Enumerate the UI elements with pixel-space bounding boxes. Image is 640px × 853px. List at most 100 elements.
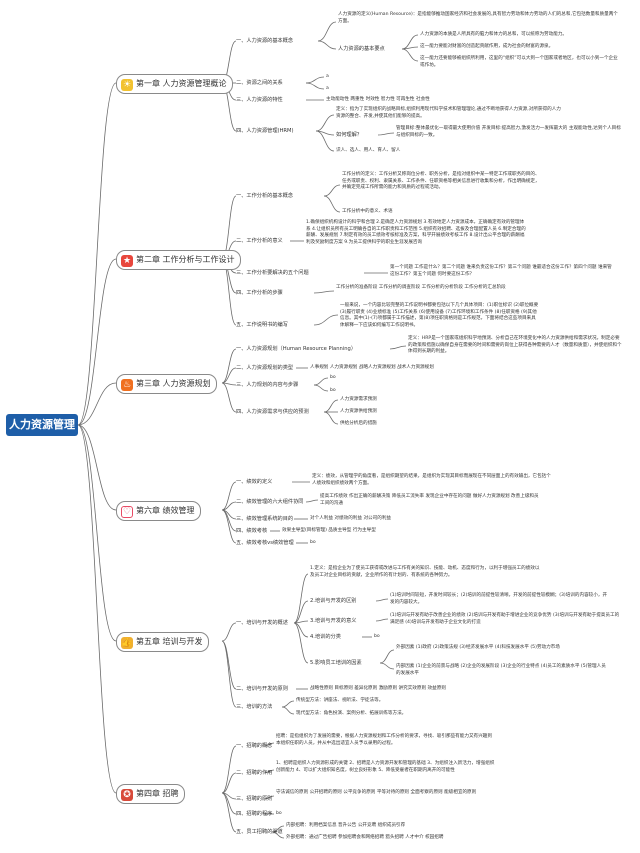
connector <box>77 82 117 426</box>
ch4-section-4[interactable]: 四、招聘的程序 <box>236 811 273 817</box>
connector <box>221 481 237 511</box>
ch4-section-3[interactable]: 三、招聘的原则 <box>236 796 273 802</box>
connector <box>293 573 309 624</box>
ch1-section-4[interactable]: 四、人力资源管理(HRM) <box>236 128 294 134</box>
ch5-s1-item-4: bo <box>374 634 380 639</box>
connector <box>375 598 389 602</box>
connector <box>281 700 295 708</box>
chapter-1-node[interactable]: ☀第一章 人力资源管理概论 <box>116 74 233 94</box>
chapter-6-title: 第六章 绩效管理 <box>136 506 195 515</box>
ch6-s4-item-1: 效果主导型(目标管理) 品质主导型 行为主导型 <box>282 528 376 533</box>
ch5-section-2[interactable]: 二、培训与开发的原则 <box>236 686 288 692</box>
lightbulb-icon: ☀ <box>121 79 133 91</box>
connector <box>323 399 339 413</box>
ch3-section-2[interactable]: 二、人力资源规划的类型 <box>236 365 294 371</box>
ch3-s3-item-1: bo <box>330 375 336 380</box>
connector <box>221 501 237 511</box>
chapter-2-node[interactable]: ★第二章 工作分析与工作设计 <box>116 250 241 270</box>
connector <box>77 424 117 794</box>
award-icon: ✪ <box>121 789 133 801</box>
connector <box>221 382 237 386</box>
ch5-s1-sub-1[interactable]: 2.培训与开发的区别 <box>310 598 357 604</box>
ch4-s3-item-1: 守法诚信的原则 公开招聘的原则 公平竞争的原则 平等对待的原则 全面考察的原则 … <box>276 790 477 795</box>
ch3-section-1[interactable]: 一、人力资源规划（Human Resource Planning） <box>236 346 357 352</box>
ch1-section-2[interactable]: 二、资源之间的关系 <box>236 80 283 86</box>
ch5-s1-sub-2[interactable]: 3.培训与开发的意义 <box>310 618 357 624</box>
chapter-3-node[interactable]: ♨第三章 人力资源规划 <box>116 374 217 394</box>
ch5-s3-item-1: 传统型方法：讲座法、视听法、学徒法等。 <box>296 698 384 703</box>
connector <box>281 706 295 715</box>
connector <box>389 345 407 350</box>
connector <box>317 21 337 42</box>
connector <box>221 772 237 794</box>
ch2-section-4[interactable]: 四、工作分析的步骤 <box>236 290 283 296</box>
connector <box>221 509 237 544</box>
connector <box>323 411 339 425</box>
ch2-section-5[interactable]: 五、工作说明书的编写 <box>236 322 288 328</box>
ch1-section-3[interactable]: 三、人力资源的特性 <box>236 97 283 103</box>
ch2-s3-item-1: 第一个问题 工作是什么？第二个问题 谁来负责这份工作？第三个问题 谁最适合这份工… <box>390 265 612 277</box>
ch2-section-2[interactable]: 二、工作分析的意义 <box>236 238 283 244</box>
ch3-section-4[interactable]: 四、人力资源需求与供应的预测 <box>236 409 309 415</box>
ch6-section-2[interactable]: 二、绩效管理的六大组件协同 <box>236 499 304 505</box>
ch4-section-5[interactable]: 五、员工招聘的渠道 <box>236 829 283 835</box>
ch1-s2-item-2: a <box>326 86 329 91</box>
ch6-s2-item-1: 提高工作绩效 作出正确的薪酬决策 降低员工流失率 发现企业中存在的问题 做好人力… <box>320 494 539 506</box>
connector <box>375 618 389 622</box>
ch4-section-1[interactable]: 一、招聘的概念 <box>236 743 273 749</box>
ch6-section-5[interactable]: 五、绩效考核vs绩效管理 <box>236 540 294 546</box>
ch4-s5-item-1: 内部招聘：利用档案信息 晋升公告 公开竞聘 组织成员引荐 <box>286 823 406 828</box>
connector <box>293 600 309 624</box>
connector <box>293 622 309 664</box>
heart-icon: ♡ <box>121 506 133 518</box>
ch2-s2-item-1: 1.确保组织机构设计的科学和合理 2.是确定人力资源规划 3.有效地定人力资源成… <box>306 220 526 245</box>
fire-icon: ♨ <box>121 379 133 391</box>
chapter-6-node[interactable]: ♡第六章 绩效管理 <box>116 501 201 521</box>
ch5-s3-item-2: 现代型方法：角色扮演、案例分析、拓展训练等方法。 <box>296 711 407 716</box>
ch1-s4-subtopic[interactable]: 如何理解？ <box>336 132 362 138</box>
chapter-3-title: 第三章 人力资源规划 <box>136 379 211 388</box>
connector <box>77 258 117 426</box>
connector <box>221 622 237 642</box>
ch4-s1-item-1: 招聘：是指组织为了发展的需要，根据人力资源规划和工作分析的要求，寻找、吸引那些有… <box>276 734 492 746</box>
connector <box>221 348 237 384</box>
ch5-s1-item-6: 内部因素 (1)企业的前景与战略 (2)企业的发展阶段 (3)企业的行业特点 (… <box>396 664 606 676</box>
ch6-section-1[interactable]: 一、绩效的定义 <box>236 479 273 485</box>
ch5-section-1[interactable]: 一、培训与开发的概述 <box>236 620 288 626</box>
connector <box>313 290 335 294</box>
ch1-section-1[interactable]: 一、人力资源的基本概念 <box>236 38 294 44</box>
ch6-section-3[interactable]: 三、绩效管理系统的目的 <box>236 516 294 522</box>
connector <box>379 662 395 670</box>
ch5-s1-sub-4[interactable]: 5.影响员工培训的因素 <box>310 660 362 666</box>
chapter-5-node[interactable]: 👍第五章 培训与开发 <box>116 632 209 652</box>
connector <box>379 649 395 664</box>
ch1-s4-item-3: 识人、选人、用人、育人、留人 <box>336 148 401 153</box>
connector <box>77 424 117 642</box>
ch5-s1-item-5: 外部因素 (1)政府 (2)政策法规 (3)经济发展水平 (4)科技发展水平 (… <box>396 645 560 650</box>
chapter-4-title: 第四章 招聘 <box>136 789 179 798</box>
ch5-section-3[interactable]: 三、培训的方法 <box>236 704 273 710</box>
ch2-section-3[interactable]: 三、工作分析要解决的五个问题 <box>236 270 309 276</box>
ch4-section-2[interactable]: 二、招聘的作用 <box>236 770 273 776</box>
root-topic[interactable]: 人力资源管理 <box>6 414 78 436</box>
ch1-s1-item-3: 这一能力要能对财富的创造起贡献作用，成为社会的财富的源泉。 <box>420 44 554 49</box>
ch3-s4-item-3: 供给分析后的措施 <box>340 421 377 426</box>
ch3-s3-item-2: bo <box>330 388 336 393</box>
ch1-s1-item-2: 人力资源的本质是人所具有的脑力和体力的总和，可以统称为劳动能力。 <box>420 32 568 37</box>
connector <box>221 745 237 794</box>
ch2-section-1[interactable]: 一、工作分析的基本概念 <box>236 193 294 199</box>
ch5-s1-sub-3[interactable]: 4.培训的分类 <box>310 634 341 640</box>
ch3-section-3[interactable]: 三、人力规划的内容与步骤 <box>236 382 299 388</box>
star-icon: ★ <box>121 255 133 267</box>
ch4-s4-item-1: bo <box>276 811 282 816</box>
ch5-s2-item-1: 战略性原则 目标原则 差异化原则 激励原则 讲究实效原则 效益原则 <box>310 686 446 691</box>
ch5-s1-item-1: 1.定义：是指企业为了使员工获得或改进与工作有关的知识、技能、动机、态度和行为，… <box>310 566 540 578</box>
ch5-s1-item-3: (1)培训与开发有助于改善企业的绩效 (2)培训与开发有助于增进企业的竞争优势 … <box>390 613 620 625</box>
ch2-s4-item-1: 工作分析的准备阶段 工作分析的调查阶段 工作分析的分析阶段 工作分析的汇总阶段 <box>336 285 506 290</box>
ch1-s1-subtopic[interactable]: 人力资源的基本要点 <box>338 46 385 52</box>
connector <box>377 132 395 136</box>
chapter-4-node[interactable]: ✪第四章 招聘 <box>116 784 185 804</box>
ch3-s1-item-1: 定义：HRP是一个国家或组织科学地预测、分析自己在环境变化中的人力资源供给和需求… <box>408 336 622 355</box>
ch6-section-4[interactable]: 四、绩效考核 <box>236 528 268 534</box>
chapter-5-title: 第五章 培训与开发 <box>136 637 203 646</box>
